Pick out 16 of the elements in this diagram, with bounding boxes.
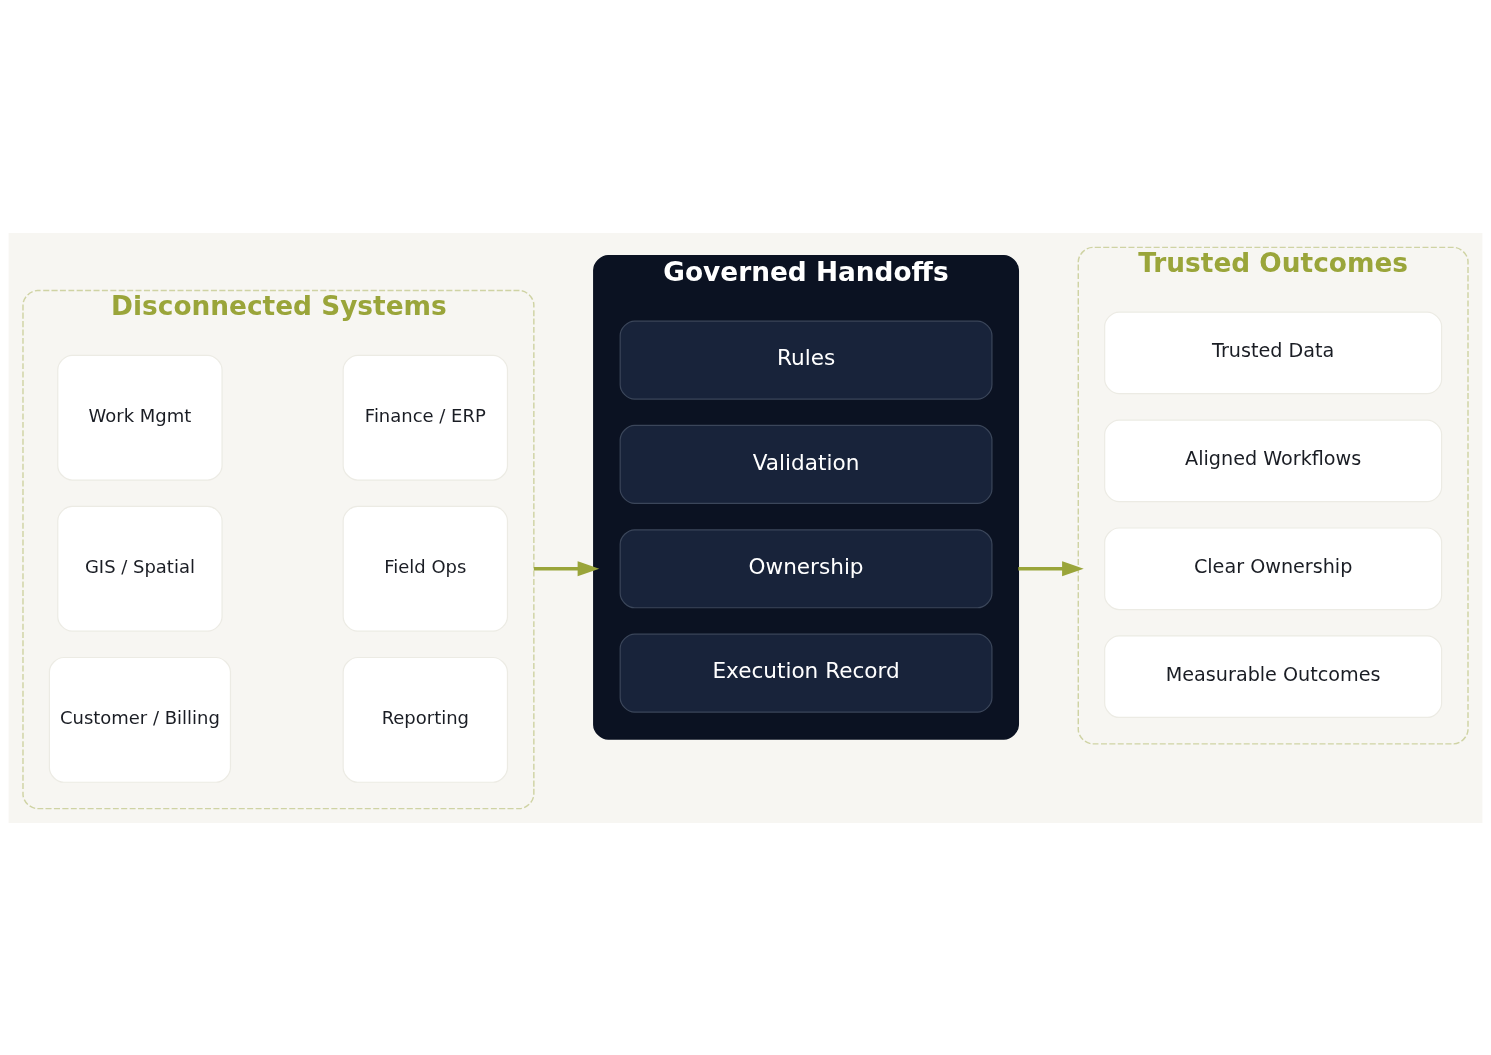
node-box: Validation <box>619 424 993 504</box>
node-box: Clear Ownership <box>1104 526 1443 610</box>
node-box: Ownership <box>619 528 993 608</box>
node-box: GIS / Spatial <box>57 505 223 632</box>
node-box: Work Mgmt <box>57 354 223 481</box>
node-box: Trusted Data <box>1104 311 1443 394</box>
node-box: Rules <box>619 320 993 400</box>
node-box: Field Ops <box>342 505 509 632</box>
node-box: Aligned Workflows <box>1104 418 1443 502</box>
node-box: Execution Record <box>619 633 993 713</box>
arrow <box>1018 560 1084 576</box>
node-box: Measurable Outcomes <box>1104 634 1443 718</box>
node-box: Finance / ERP <box>342 354 509 481</box>
node-box: Reporting <box>342 656 509 783</box>
node-box: Customer / Billing <box>48 656 232 783</box>
arrow <box>533 560 600 576</box>
